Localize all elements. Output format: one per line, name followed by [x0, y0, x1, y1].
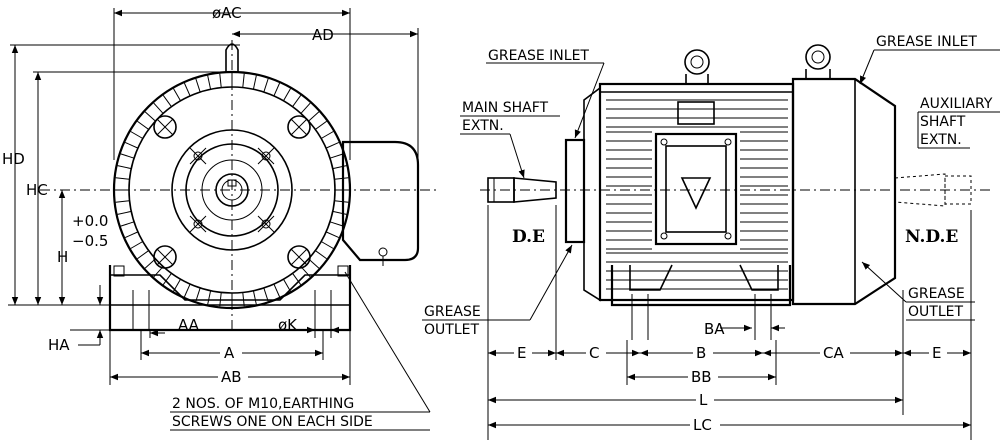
- dim-ca: CA: [823, 344, 844, 362]
- cooling-fin: [162, 273, 172, 285]
- cooling-fin: [329, 221, 344, 227]
- cooling-fin: [252, 75, 257, 90]
- cooling-fin: [332, 210, 347, 215]
- cooling-fin: [124, 141, 139, 149]
- cooling-fin: [195, 78, 201, 93]
- cooling-fin: [124, 231, 139, 239]
- dim-hc: HC: [26, 181, 48, 199]
- cooling-fin: [173, 88, 181, 102]
- cooling-fin: [144, 111, 156, 122]
- cooling-fin: [273, 283, 281, 298]
- cooling-fin: [195, 287, 201, 302]
- grease-outlet-left-2: OUTLET: [424, 322, 479, 338]
- cooling-fin: [115, 200, 130, 203]
- cooling-fin: [120, 153, 135, 159]
- cooling-fin: [320, 131, 334, 139]
- side-view: GREASE INLET GREASE INLET MAIN SHAFT EXT…: [422, 34, 1000, 440]
- cooling-fin: [315, 250, 327, 260]
- cooling-fin: [334, 177, 349, 180]
- cooling-fin: [292, 273, 302, 285]
- cooling-fin: [263, 78, 269, 93]
- front-view: øAC AD HD HC +0.0 −0.5 H HA AA: [2, 4, 440, 431]
- cooling-fin: [320, 241, 334, 249]
- cooling-fin: [329, 153, 344, 159]
- cooling-fin: [183, 82, 191, 97]
- dim-ac: øAC: [212, 4, 242, 22]
- cooling-fin: [183, 283, 191, 298]
- dim-ab: AB: [221, 368, 242, 386]
- grease-outlet-right-1: GREASE: [908, 286, 965, 302]
- dim-e-right: E: [932, 344, 941, 362]
- dim-bb: BB: [691, 368, 712, 386]
- cooling-fin: [130, 131, 144, 139]
- dim-ha: HA: [48, 336, 70, 354]
- dim-ad: AD: [312, 26, 334, 44]
- cooling-fin: [273, 82, 281, 97]
- dim-h: H: [57, 248, 68, 266]
- cooling-fin: [308, 258, 320, 269]
- cooling-fin: [207, 290, 212, 305]
- dim-b: B: [696, 344, 706, 362]
- cooling-fin: [137, 250, 149, 260]
- grease-outlet-right-2: OUTLET: [908, 304, 963, 320]
- earthing-note-1: 2 NOS. OF M10,EARTHING: [172, 396, 354, 412]
- main-shaft-label-2: EXTN.: [462, 118, 504, 134]
- dim-e-left: E: [517, 344, 526, 362]
- cooling-fin: [120, 221, 135, 227]
- cooling-fin: [242, 73, 245, 88]
- cooling-fin: [130, 241, 144, 249]
- earthing-note-2: SCREWS ONE ON EACH SIDE: [172, 414, 373, 430]
- nde-label: N.D.E: [905, 227, 958, 247]
- cooling-fin: [263, 287, 269, 302]
- dim-c: C: [589, 344, 599, 362]
- cooling-fin: [207, 75, 212, 90]
- cooling-fin: [117, 210, 132, 215]
- grease-outlet-left-1: GREASE: [424, 304, 481, 320]
- main-shaft-label-1: MAIN SHAFT: [462, 100, 549, 116]
- cooling-fin: [332, 165, 347, 170]
- grease-inlet-left: GREASE INLET: [488, 48, 589, 64]
- cooling-fin: [252, 290, 257, 305]
- cooling-fin: [283, 88, 291, 102]
- cooling-fin: [153, 102, 164, 114]
- cooling-fin: [300, 102, 311, 114]
- tol-plus: +0.0: [72, 212, 108, 230]
- cooling-fin: [162, 95, 172, 107]
- aux-shaft-label-2: SHAFT: [920, 114, 966, 130]
- cooling-fin: [325, 231, 340, 239]
- tol-minus: −0.5: [72, 232, 108, 250]
- cooling-fin: [283, 278, 291, 292]
- cooling-fin: [308, 111, 320, 122]
- cooling-fin: [144, 258, 156, 269]
- dim-l: L: [699, 391, 708, 409]
- cooling-fin: [334, 200, 349, 203]
- cooling-fin: [325, 141, 340, 149]
- grease-inlet-right: GREASE INLET: [876, 34, 977, 50]
- de-label: D.E: [512, 227, 545, 247]
- cooling-fin: [292, 95, 302, 107]
- dim-aa: AA: [178, 316, 200, 334]
- cooling-fin: [117, 165, 132, 170]
- dim-hd: HD: [2, 150, 25, 168]
- aux-shaft-label-3: EXTN.: [920, 132, 962, 148]
- cooling-fin: [219, 73, 222, 88]
- dim-a: A: [224, 344, 235, 362]
- dim-k: øK: [278, 316, 298, 334]
- cooling-fin: [115, 177, 130, 180]
- dim-lc: LC: [693, 416, 712, 434]
- dim-ba: BA: [704, 320, 725, 338]
- cooling-fin: [315, 120, 327, 130]
- aux-shaft-label-1: AUXILIARY: [920, 96, 993, 112]
- cooling-fin: [137, 120, 149, 130]
